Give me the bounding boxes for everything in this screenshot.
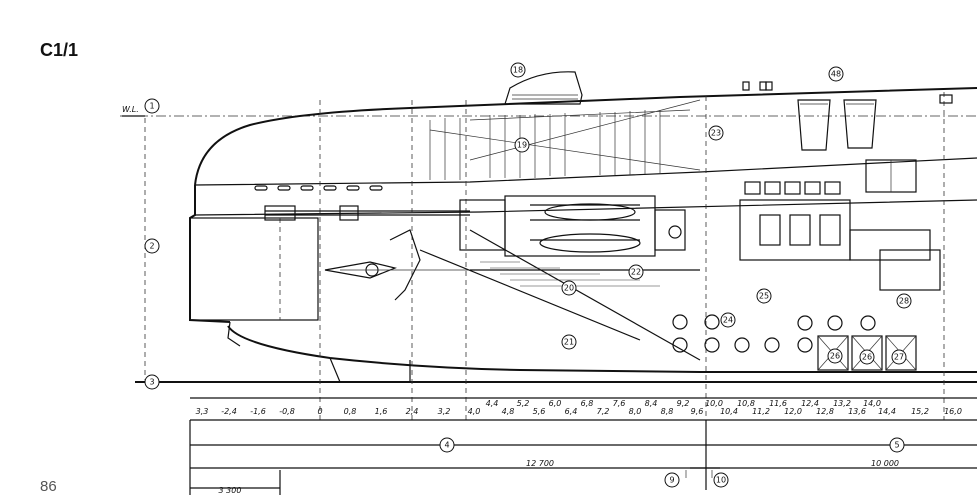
- dimension-3300: 3 300: [219, 486, 242, 495]
- callout-26b: 26: [859, 349, 875, 365]
- svg-text:10: 10: [716, 476, 726, 485]
- window-row: [254, 185, 383, 191]
- engine-block: [459, 199, 506, 251]
- svg-text:22: 22: [631, 268, 641, 277]
- svg-text:1: 1: [149, 102, 154, 111]
- tick-label: 15,2: [911, 407, 929, 416]
- tick-label: 0,8: [344, 407, 357, 416]
- tick-label: 12,0: [784, 407, 802, 416]
- tick-label: 9,2: [677, 399, 690, 408]
- callout-1: 1: [144, 98, 160, 114]
- tick-label: -1,6: [250, 407, 266, 416]
- callout-25: 25: [756, 288, 772, 304]
- tick-label: 4,8: [502, 407, 515, 416]
- callout-10: 10: [713, 472, 729, 488]
- tick-label: 1,6: [375, 407, 388, 416]
- callout-2: 2: [144, 238, 160, 254]
- waterline-label: W.L.: [122, 105, 139, 114]
- deck-vent: [504, 71, 583, 105]
- tick-label: 14,4: [878, 407, 896, 416]
- tick-label: 13,6: [848, 407, 866, 416]
- hull-bow: [189, 185, 231, 323]
- tick-label: 8,0: [629, 407, 642, 416]
- svg-text:48: 48: [831, 70, 841, 79]
- callout-26a: 26: [827, 348, 843, 364]
- propeller: [324, 261, 397, 279]
- hull-deck-line: [194, 87, 977, 186]
- callout-18: 18: [510, 62, 526, 78]
- svg-text:9: 9: [669, 476, 674, 485]
- fuel-tank: [797, 99, 831, 151]
- tick-label: 11,6: [769, 399, 787, 408]
- callout-21: 21: [561, 334, 577, 350]
- callout-23: 23: [708, 125, 724, 141]
- svg-text:25: 25: [759, 292, 769, 301]
- svg-text:23: 23: [711, 129, 721, 138]
- page-number: 86: [40, 478, 57, 495]
- svg-text:24: 24: [723, 316, 733, 325]
- tick-label: -2,4: [221, 407, 237, 416]
- callout-24: 24: [720, 312, 736, 328]
- tick-label: 11,2: [752, 407, 770, 416]
- tick-label: 0: [317, 407, 322, 416]
- tick-label: 10,0: [705, 399, 723, 408]
- svg-text:4: 4: [444, 441, 449, 450]
- tick-label: 6,8: [581, 399, 594, 408]
- dimension-10000: 10 000: [871, 459, 899, 468]
- svg-text:26: 26: [862, 353, 872, 362]
- dimension-12700: 12 700: [526, 459, 554, 468]
- tick-label: 8,4: [645, 399, 658, 408]
- callout-3: 3: [144, 374, 160, 390]
- tick-label: 16,0: [944, 407, 962, 416]
- tick-label: -0,8: [279, 407, 295, 416]
- svg-text:28: 28: [899, 297, 909, 306]
- tick-label: 12,4: [801, 399, 819, 408]
- tick-label: 12,8: [816, 407, 834, 416]
- callout-5: 5: [889, 437, 905, 453]
- tick-label: 5,6: [533, 407, 546, 416]
- tick-label: 7,6: [613, 399, 626, 408]
- svg-text:27: 27: [894, 353, 904, 362]
- tick-label: 5,2: [517, 399, 530, 408]
- tick-label: 7,2: [597, 407, 610, 416]
- page-code: C1/1: [40, 40, 79, 60]
- svg-text:19: 19: [517, 141, 527, 150]
- callout-22: 22: [628, 264, 644, 280]
- callout-19: 19: [514, 137, 530, 153]
- engine-right: [739, 199, 851, 261]
- svg-text:18: 18: [513, 66, 523, 75]
- porthole-group: [672, 314, 876, 353]
- callout-4: 4: [439, 437, 455, 453]
- svg-text:21: 21: [564, 338, 574, 347]
- callout-9: 9: [664, 472, 680, 488]
- tick-label: 4,4: [486, 399, 499, 408]
- callout-28: 28: [896, 293, 912, 309]
- svg-text:2: 2: [149, 242, 154, 251]
- tick-label: 9,6: [691, 407, 704, 416]
- callout-20: 20: [561, 280, 577, 296]
- svg-text:5: 5: [894, 441, 899, 450]
- tick-label: 8,8: [661, 407, 674, 416]
- tick-label: 2,4: [406, 407, 419, 416]
- tick-label: 6,0: [549, 399, 562, 408]
- svg-text:20: 20: [564, 284, 574, 293]
- tick-label: 10,4: [720, 407, 738, 416]
- hull-keel: [227, 325, 977, 373]
- tick-label: 3,3: [196, 407, 209, 416]
- svg-text:26: 26: [830, 352, 840, 361]
- callout-27: 27: [891, 349, 907, 365]
- tick-label: 3,2: [438, 407, 451, 416]
- tick-label: 4,0: [468, 407, 481, 416]
- station-ruler: 3,3 -2,4 -1,6 -0,8 0 0,8 1,6 2,4 3,2 4,0…: [196, 399, 962, 416]
- svg-text:3: 3: [149, 378, 154, 387]
- callout-48: 48: [828, 66, 844, 82]
- tick-label: 6,4: [565, 407, 578, 416]
- tick-label: 10,8: [737, 399, 755, 408]
- tick-label: 14,0: [863, 399, 881, 408]
- tick-label: 13,2: [833, 399, 851, 408]
